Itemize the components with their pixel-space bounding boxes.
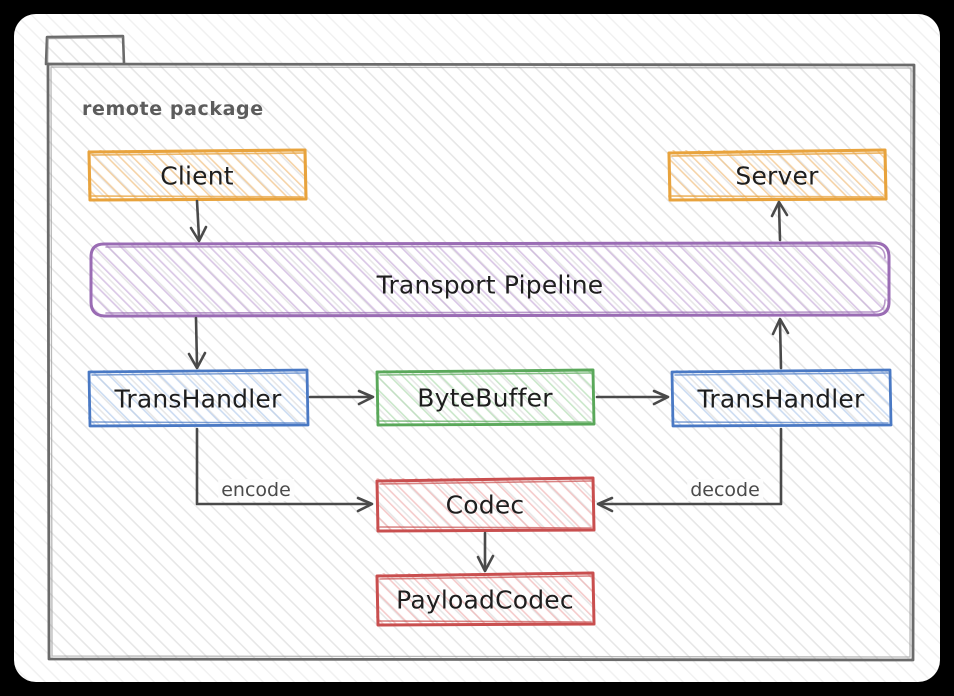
node-transhandler-left[interactable] [87, 368, 310, 428]
edge-codec-to-payloadcodec [476, 531, 495, 573]
edge-client-to-pipeline [189, 199, 208, 243]
package-frame [44, 34, 916, 662]
edge-bytebuffer-to-transhandler [595, 389, 670, 406]
node-payloadcodec[interactable] [375, 571, 596, 627]
node-bytebuffer[interactable] [375, 368, 596, 427]
node-transhandler-right[interactable] [670, 368, 893, 428]
node-client[interactable] [87, 148, 308, 202]
node-transport-pipeline[interactable] [89, 241, 891, 318]
edge-transhandler-to-pipeline [771, 317, 790, 370]
edge-decode [596, 427, 783, 513]
edge-pipeline-to-transhandler-left [187, 316, 207, 370]
edge-pipeline-to-server [770, 200, 789, 242]
edge-transhandler-to-bytebuffer [308, 389, 375, 406]
node-codec[interactable] [375, 476, 596, 533]
node-server[interactable] [667, 148, 888, 202]
edge-encode [195, 427, 374, 513]
